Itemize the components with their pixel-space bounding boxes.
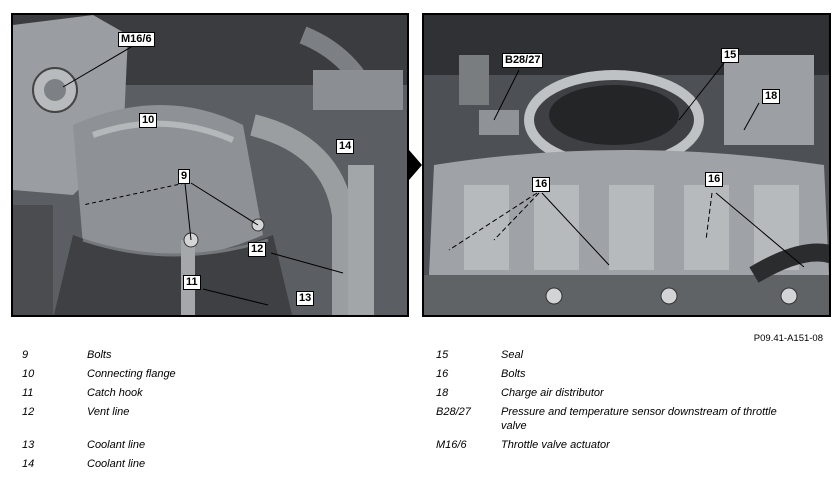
callout-11: 11	[183, 275, 201, 290]
legend-number: 12	[22, 406, 35, 418]
legend-description: Coolant line	[87, 439, 146, 451]
legend-description: Throttle valve actuator	[501, 439, 610, 451]
legend-number: 14	[22, 458, 35, 470]
legend-description: Bolts	[87, 349, 112, 361]
callout-16: 16	[705, 172, 724, 187]
legend-description: Bolts	[501, 368, 526, 380]
callout-b28-27: B28/27	[502, 53, 544, 68]
callout-13: 13	[296, 291, 315, 306]
legend-description: Charge air distributor	[501, 387, 604, 399]
callout-9: 9	[178, 169, 191, 184]
legend-number: 9	[22, 349, 29, 361]
legend-description: Seal	[501, 349, 524, 361]
callout-m16-6: M16/6	[118, 32, 155, 47]
callout-15: 15	[721, 48, 740, 63]
right-photo-panel: B28/27 15 18 16 16	[422, 13, 831, 317]
legend-number: 16	[436, 368, 449, 380]
legend-number: 11	[22, 387, 34, 399]
legend-description: Pressure and temperature sensor downstre…	[501, 406, 777, 418]
legend-number: B28/27	[436, 406, 471, 418]
legend-number: 13	[22, 439, 35, 451]
callout-18: 18	[762, 89, 781, 104]
right-arrow-icon	[409, 150, 422, 180]
legend-description: Vent line	[87, 406, 130, 418]
legend-description: Coolant line	[87, 458, 146, 470]
legend-number: 15	[436, 349, 449, 361]
figure-id: P09.41-A151-08	[753, 333, 823, 344]
legend-description-continued: valve	[501, 420, 527, 432]
legend-number: M16/6	[436, 439, 467, 451]
legend-description: Catch hook	[87, 387, 143, 399]
callout-16: 16	[532, 177, 551, 192]
charge-air-distributor-illustration	[424, 15, 829, 315]
engine-throttle-illustration	[13, 15, 407, 315]
left-photo-panel: M16/6 10 9 14 12 11 13	[11, 13, 409, 317]
legend-description: Connecting flange	[87, 368, 176, 380]
callout-14: 14	[336, 139, 355, 154]
legend-number: 18	[436, 387, 449, 399]
legend-number: 10	[22, 368, 35, 380]
callout-12: 12	[248, 242, 267, 257]
callout-10: 10	[139, 113, 158, 128]
